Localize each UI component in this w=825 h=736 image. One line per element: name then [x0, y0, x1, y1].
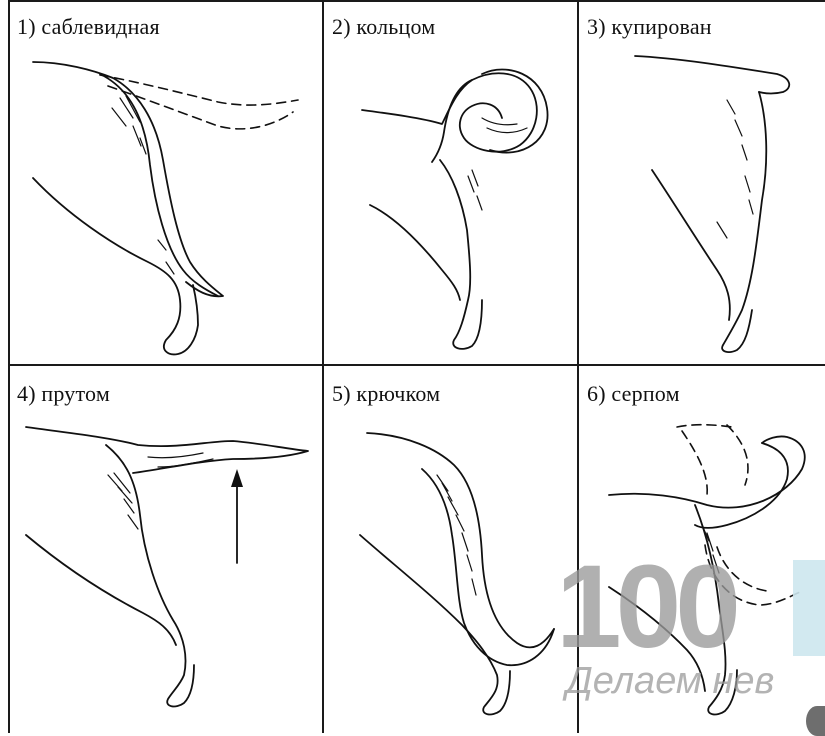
panel-ring-tail: 2) кольцом [322, 0, 577, 364]
sickle-tail-drawing [577, 365, 825, 733]
docked-tail-drawing [577, 0, 825, 364]
tail-types-grid: 1) саблевидная 2) кольцом 3) купирован [8, 0, 825, 733]
sabre-tail-drawing [8, 0, 322, 364]
panel-sickle-tail: 6) серпом [577, 365, 825, 733]
ring-tail-drawing [322, 0, 577, 364]
panel-hook-tail: 5) крючком [322, 365, 577, 733]
panel-sabre-tail: 1) саблевидная [8, 0, 322, 364]
rod-tail-drawing [8, 365, 322, 733]
hook-tail-drawing [322, 365, 577, 733]
panel-rod-tail: 4) прутом [8, 365, 322, 733]
panel-docked-tail: 3) купирован [577, 0, 825, 364]
